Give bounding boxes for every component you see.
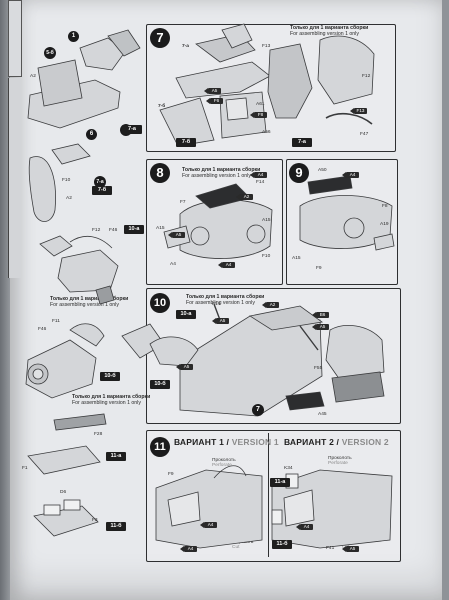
s11-ref-a5: A5: [342, 546, 359, 552]
s11-label-k34: K34: [284, 466, 293, 471]
left-label-f46b: F46: [38, 327, 47, 332]
s8-ref-a4b: A4: [218, 262, 235, 268]
s10-stepref-10a: 10-а: [176, 310, 196, 319]
left-label-f12: F12: [92, 228, 101, 233]
s11-stepref-11b: 11-б: [272, 540, 292, 549]
left-label-a2b: А2: [66, 196, 72, 201]
s8-ref-a2: A2: [236, 194, 253, 200]
s8-label-a15b: A15: [156, 226, 165, 231]
s9-label-f8: F8: [382, 204, 388, 209]
left-label-f46: F46: [109, 228, 118, 233]
s7-ref-a5: A5: [204, 88, 221, 94]
s10-ref-a5b: A5: [312, 324, 329, 330]
s9-label-a50: А50: [318, 168, 327, 173]
s7-label-7b: 7-б: [158, 104, 166, 109]
s10-ref-b6: B6: [312, 312, 329, 318]
s7-label-7a: 7-а: [182, 44, 189, 49]
callout-circle-1: 1: [68, 31, 79, 42]
s10-callout-7: 7: [252, 404, 264, 416]
left-stepref-10b: 10-б: [100, 372, 120, 381]
step-9-badge: 9: [289, 163, 309, 183]
s8-label-a15: A15: [262, 218, 271, 223]
binder-tab: [8, 0, 22, 77]
s7-label-f12: F12: [362, 74, 371, 79]
s11-stepref-11a: 11-а: [270, 478, 290, 487]
s10-label-f55: F55: [314, 366, 323, 371]
left-label-f1: F1: [22, 466, 28, 471]
s8-label-f14: F14: [256, 180, 265, 185]
left-label-d6: D6: [60, 490, 67, 495]
step-7-badge: 7: [150, 28, 170, 48]
s8-label-f10: F10: [262, 254, 271, 259]
s7-label-a61: А61: [256, 102, 265, 107]
s10-ref-a5c: A5: [176, 364, 193, 370]
left-label-f10: F10: [62, 178, 71, 183]
s8-ref-a4: A4: [250, 172, 267, 178]
s7-label-f47: F47: [360, 132, 369, 137]
left-label-f11: F11: [52, 319, 60, 324]
s7-label-f13: F13: [262, 44, 271, 49]
left-label-f3: F3: [92, 518, 98, 523]
left-label-f28: F28: [94, 432, 103, 437]
s9-label-f9: F9: [316, 266, 322, 271]
s11-ref-a4b: A4: [200, 522, 217, 528]
version-2-heading: ВАРИАНТ 2 / VERSION 2: [284, 437, 389, 447]
s7-ref-f13: F13: [350, 108, 367, 114]
s9-label-a15: A15: [292, 256, 301, 261]
s7-ref-f6: F6: [206, 98, 223, 104]
left-label-a2: А2: [30, 74, 36, 79]
version-1-heading: ВАРИАНТ 1 / VERSION 1: [174, 437, 279, 447]
step-10-badge: 10: [150, 293, 170, 313]
step-8-badge: 8: [150, 163, 170, 183]
step-11-divider: [268, 433, 269, 557]
left-stepref-7b: 7-б: [92, 186, 112, 195]
callout-circle-5b: 5-б: [44, 47, 56, 59]
callout-circle-6: 6: [86, 129, 97, 140]
s9-label-a19: A19: [380, 222, 389, 227]
s10-stepref-10b: 10-б: [150, 380, 170, 389]
s8-label-f7: F7: [180, 200, 186, 205]
s10-ref-a5: A5: [212, 318, 229, 324]
s7-label-a56: А56: [262, 130, 271, 135]
left-stepref-11a: 11-а: [106, 452, 126, 461]
step-11-badge: 11: [150, 437, 170, 457]
s9-ref-a4: A4: [342, 172, 359, 178]
s8-ref-a5: A5: [168, 232, 185, 238]
left-stepref-10a: 10-а: [124, 225, 144, 234]
s11-label-f9: F9: [168, 472, 174, 477]
s7-ref-f8: F8: [250, 112, 267, 118]
s10-ref-a2: A2: [262, 302, 279, 308]
s7-stepref-7a: 7-а: [292, 138, 312, 147]
s8-label-a4: A4: [170, 262, 176, 267]
s7-stepref-7b: 7-б: [176, 138, 196, 147]
binder-tab-lower: [8, 78, 21, 278]
left-stepref-7a: 7-а: [122, 125, 142, 134]
callout-circle-7a: 7-а: [94, 176, 106, 188]
left-stepref-11b: 11-б: [106, 522, 126, 531]
s11-label-f41: F41: [326, 546, 335, 551]
s10-label-f14: F14: [212, 302, 221, 307]
s11-ref-a4: A4: [180, 546, 197, 552]
s11-ref-a4c: A4: [296, 524, 313, 530]
s10-label-a45: A45: [318, 412, 327, 417]
